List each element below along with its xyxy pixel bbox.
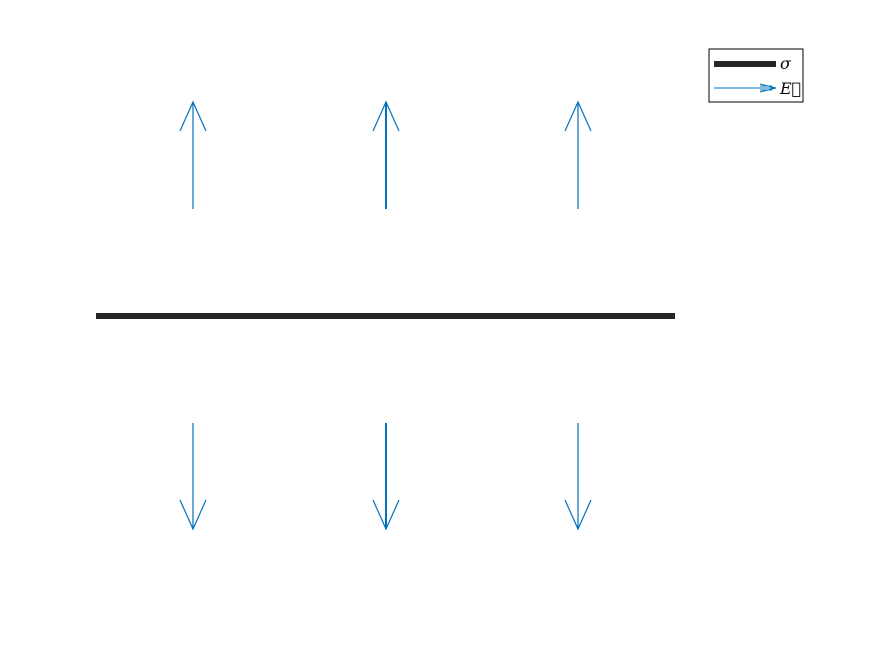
legend-sheet-label: σ: [780, 54, 792, 73]
field-arrow-down-2: [372, 423, 400, 531]
field-arrow-up-3: [564, 100, 592, 209]
legend-field-label: E⃗: [779, 79, 801, 98]
field-arrow-up-1: [179, 100, 207, 209]
field-arrow-down-1: [179, 423, 207, 531]
field-arrow-up-2: [372, 100, 400, 209]
legend: σ E⃗: [708, 48, 804, 103]
field-arrow-down-3: [564, 423, 592, 531]
legend-box: [708, 48, 804, 103]
legend-field-swatch: [714, 83, 777, 93]
